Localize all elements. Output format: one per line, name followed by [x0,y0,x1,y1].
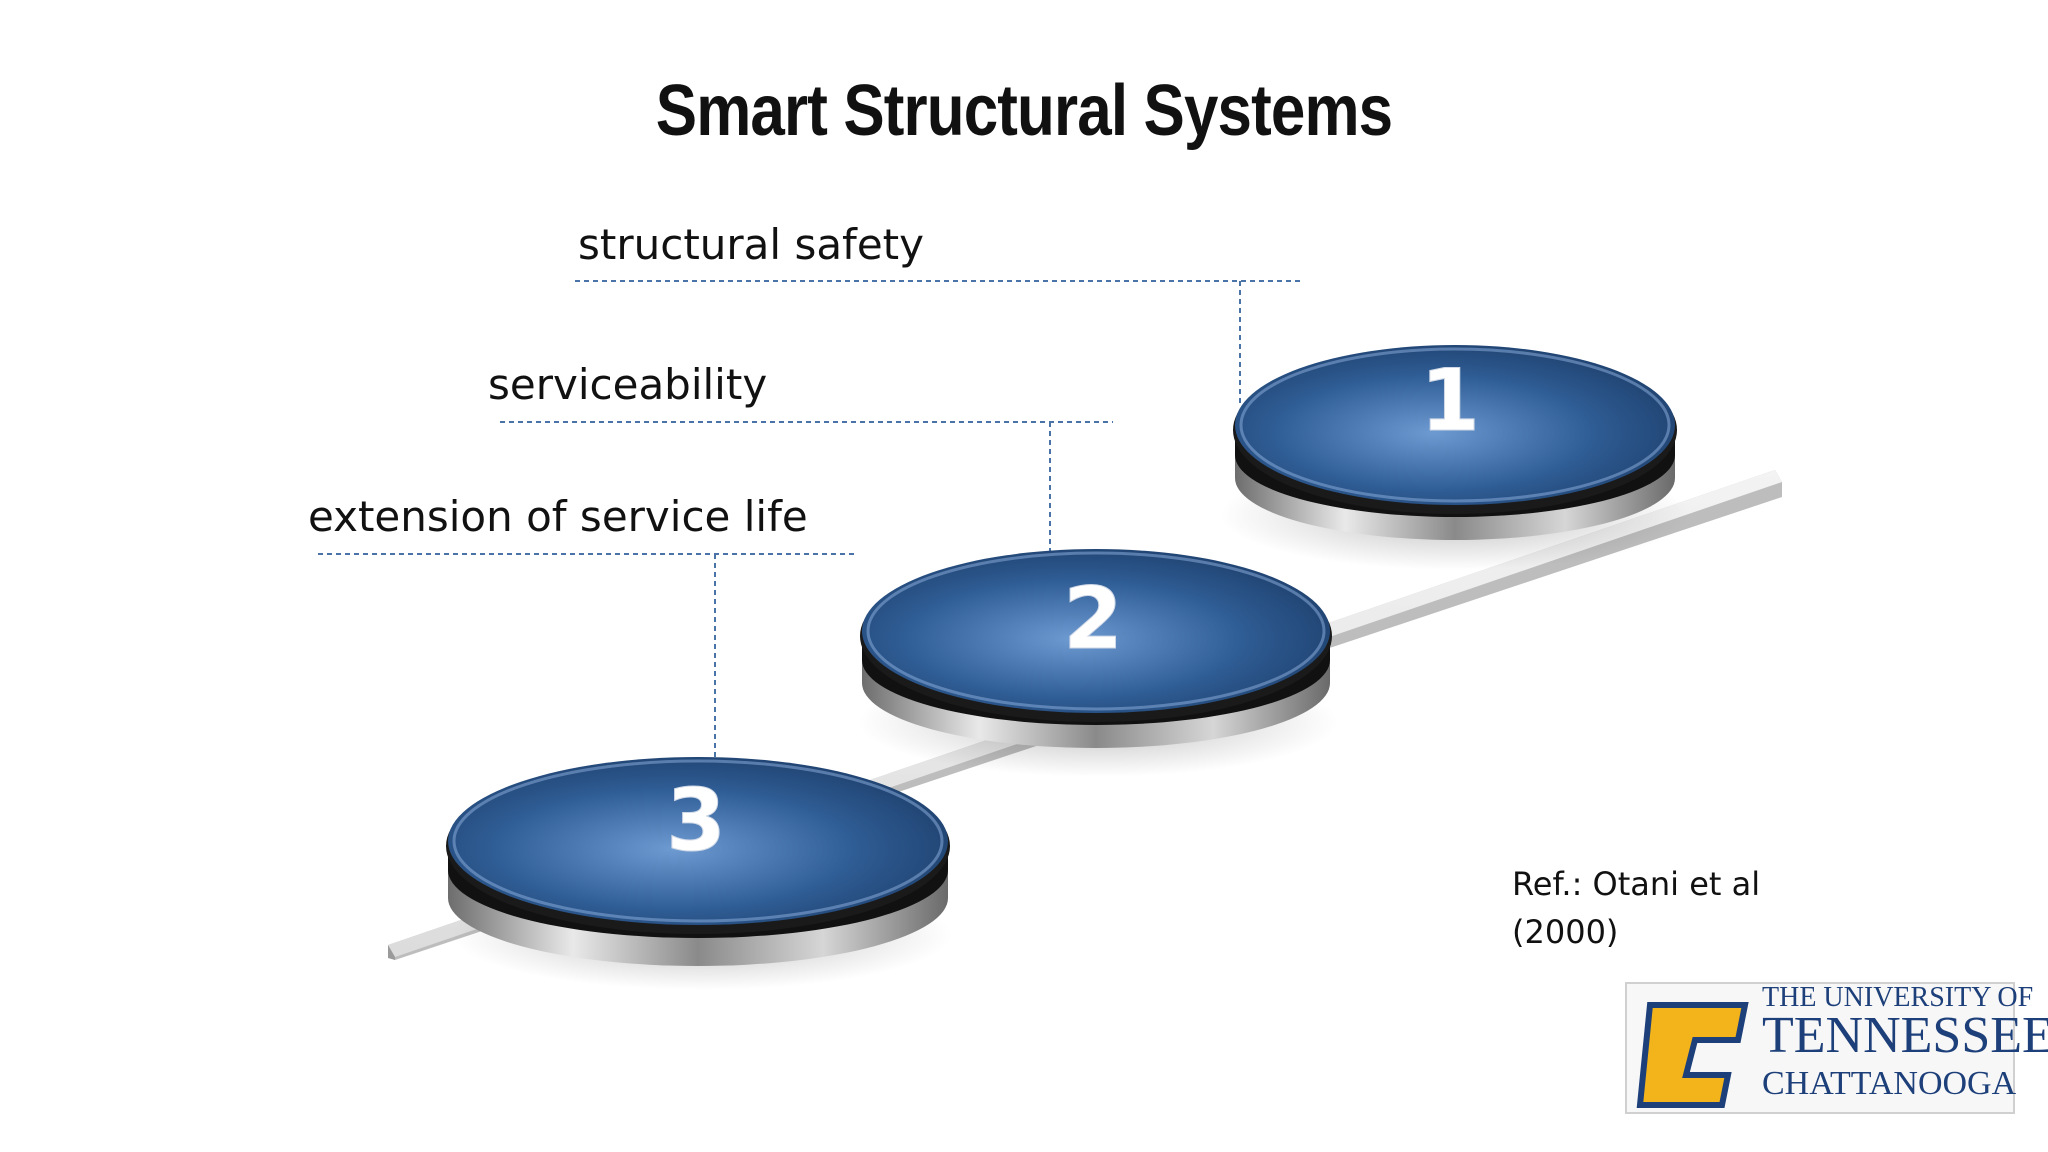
step-label-1: structural safety [578,220,925,269]
leader-line-3 [318,553,855,760]
step-number-3: 3 [666,771,726,871]
slide-title: Smart Structural Systems [655,71,1393,151]
step-disc-3: 3 [446,757,952,990]
leader-line-1 [575,280,1304,405]
reference-citation: Ref.: Otani et al (2000) [1512,860,1812,956]
logo-line-3: CHATTANOOGA [1762,1065,2017,1102]
reference-line-2: (2000) [1512,913,1619,951]
step-disc-2: 2 [858,549,1338,777]
leader-line-2 [500,421,1113,552]
step-label-3: extension of service life [308,492,808,541]
step-label-2: serviceability [488,360,768,409]
step-number-2: 2 [1063,569,1123,669]
step-number-1: 1 [1420,351,1480,451]
university-logo: C THE UNIVERSITY OF TENNESSEE CHATTANOOG… [1625,982,2048,1114]
logo-line-1: THE UNIVERSITY OF [1762,982,2033,1013]
step-disc-1: 1 [1220,345,1690,570]
leader-lines [318,280,1304,760]
reference-line-1: Ref.: Otani et al [1512,865,1761,903]
logo-line-2: TENNESSEE [1762,1007,2048,1064]
